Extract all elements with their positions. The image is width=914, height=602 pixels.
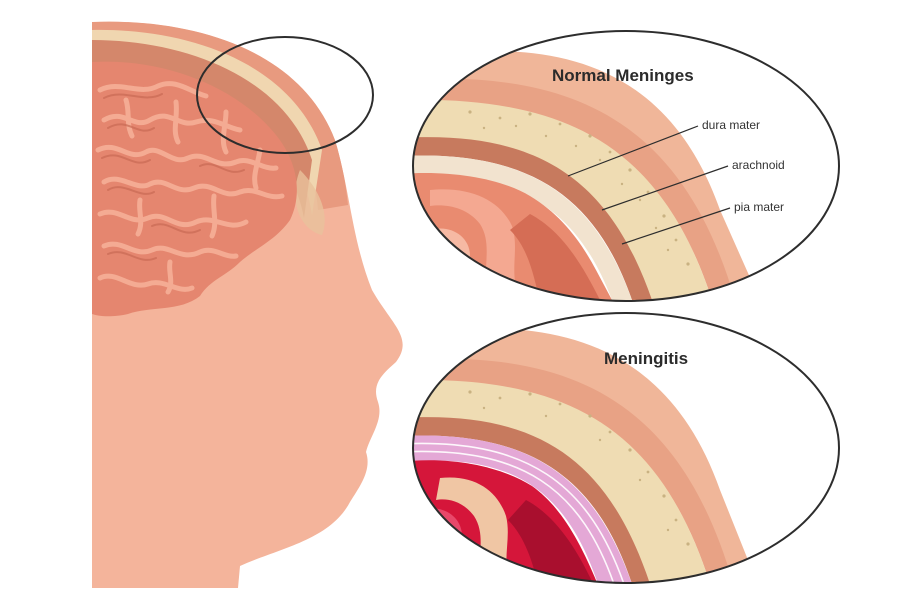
forehead-shadow — [295, 170, 325, 235]
normal-inset-outline — [412, 30, 840, 302]
meningitis-inset: Meningitis — [412, 312, 840, 584]
normal-arachnoid — [413, 155, 632, 300]
head-profile — [92, 21, 403, 588]
normal-brain-fold — [430, 189, 520, 300]
focus-circle — [196, 36, 374, 154]
normal-skull-texture — [468, 110, 690, 266]
men-membrane-lines — [413, 442, 627, 583]
normal-dura — [413, 137, 652, 300]
normal-meninges-inset: Normal Meninges dura mater arachnoid pia… — [412, 30, 840, 302]
meningitis-inset-outline — [412, 312, 840, 584]
normal-leader-lines — [567, 125, 731, 245]
men-skull-texture — [468, 390, 690, 546]
skull-band — [92, 29, 322, 216]
brain-folds — [95, 81, 285, 295]
normal-title: Normal Meninges — [552, 66, 694, 85]
normal-brain-gyrus — [510, 214, 600, 300]
label-pia-mater: pia mater — [734, 200, 784, 214]
label-dura-mater: dura mater — [702, 118, 760, 132]
men-skull — [413, 379, 712, 583]
meningitis-title: Meningitis — [604, 349, 688, 368]
normal-skull — [413, 99, 712, 300]
brain-fold-shadows — [101, 93, 245, 261]
men-brain-gyrus — [508, 500, 596, 583]
label-arachnoid: arachnoid — [732, 158, 785, 172]
men-dura — [413, 417, 652, 583]
